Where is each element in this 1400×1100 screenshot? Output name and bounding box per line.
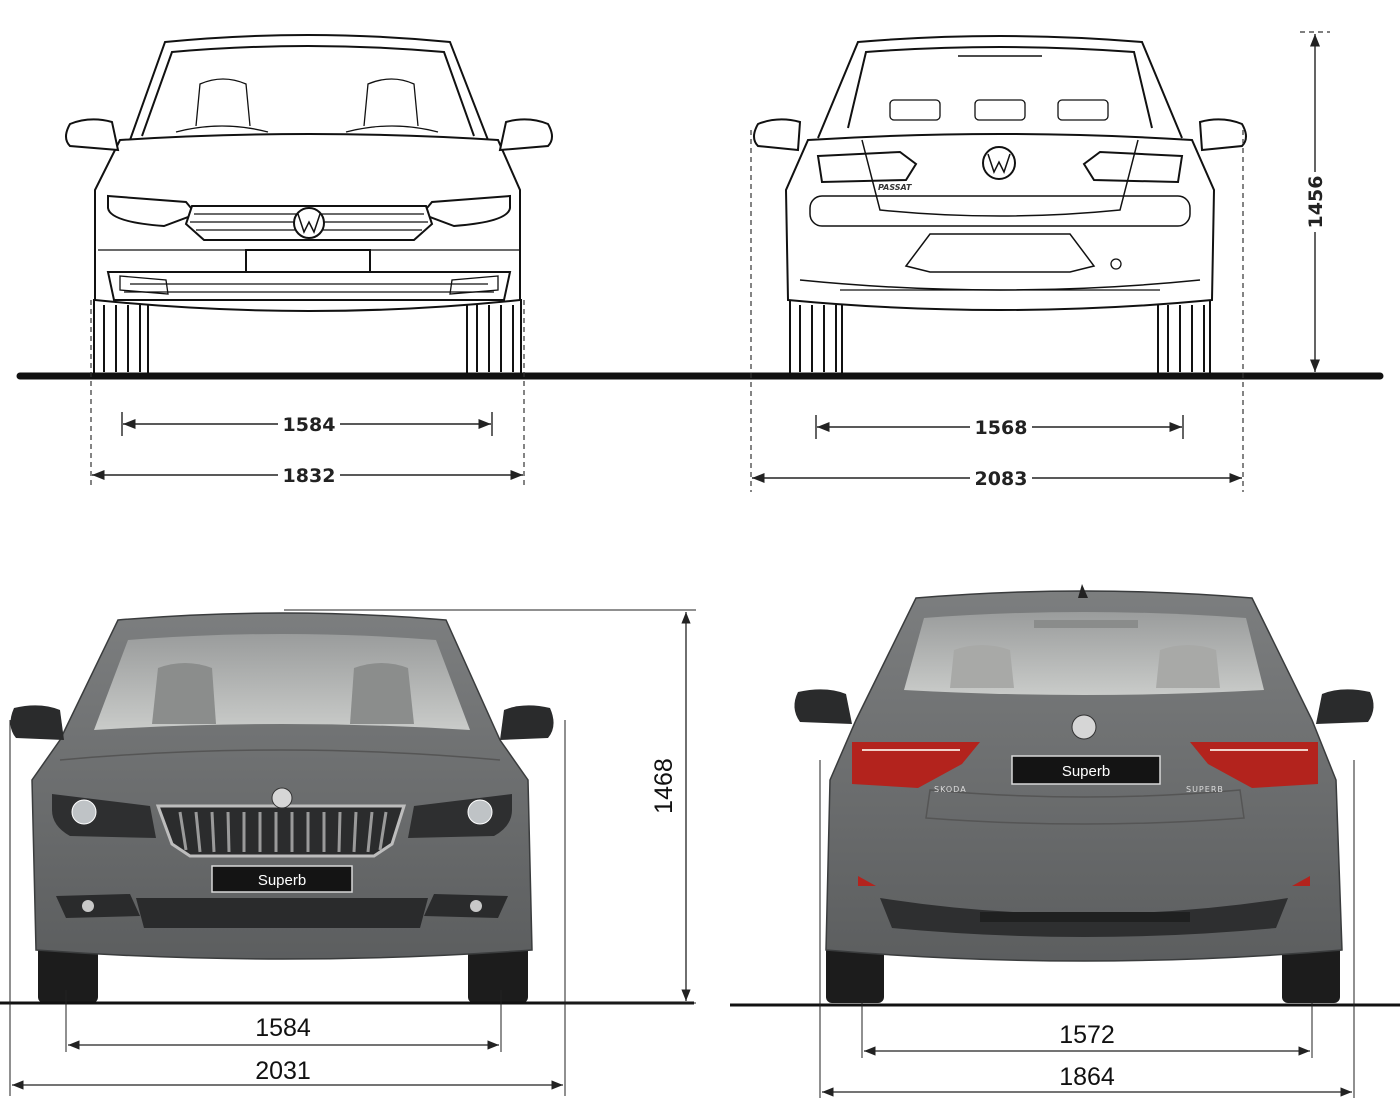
superb-height-label: 1468 — [650, 758, 678, 814]
superb-rear-plate-text: Superb — [1062, 763, 1110, 780]
passat-rear-track-label: 1568 — [975, 417, 1028, 439]
superb-rear-view — [794, 584, 1374, 1003]
passat-badge: PASSAT — [878, 183, 912, 192]
skoda-logo-icon — [271, 787, 293, 809]
passat-front-width-label: 1832 — [283, 465, 336, 487]
superb-rear-width-label: 1864 — [1059, 1063, 1115, 1091]
passat-rear-width-label: 2083 — [975, 468, 1028, 490]
superb-front-plate-text: Superb — [258, 872, 306, 889]
superb-rear-model-emblem: SUPERB — [1186, 785, 1224, 794]
superb-front-view — [10, 612, 554, 1003]
extension-lines-bottom — [9, 609, 1355, 1098]
superb-rear-brand-emblem: SKODA — [934, 785, 967, 794]
extension-lines-top — [90, 31, 1330, 492]
passat-front-view — [65, 34, 553, 375]
superb-front-width-label: 2031 — [255, 1057, 311, 1085]
skoda-rear-logo-icon — [1071, 714, 1097, 740]
passat-height-label: 1456 — [1305, 176, 1327, 229]
passat-front-track-label: 1584 — [283, 414, 336, 436]
passat-rear-view — [753, 35, 1247, 375]
superb-rear-track-label: 1572 — [1059, 1021, 1115, 1049]
superb-front-track-label: 1584 — [255, 1014, 311, 1042]
